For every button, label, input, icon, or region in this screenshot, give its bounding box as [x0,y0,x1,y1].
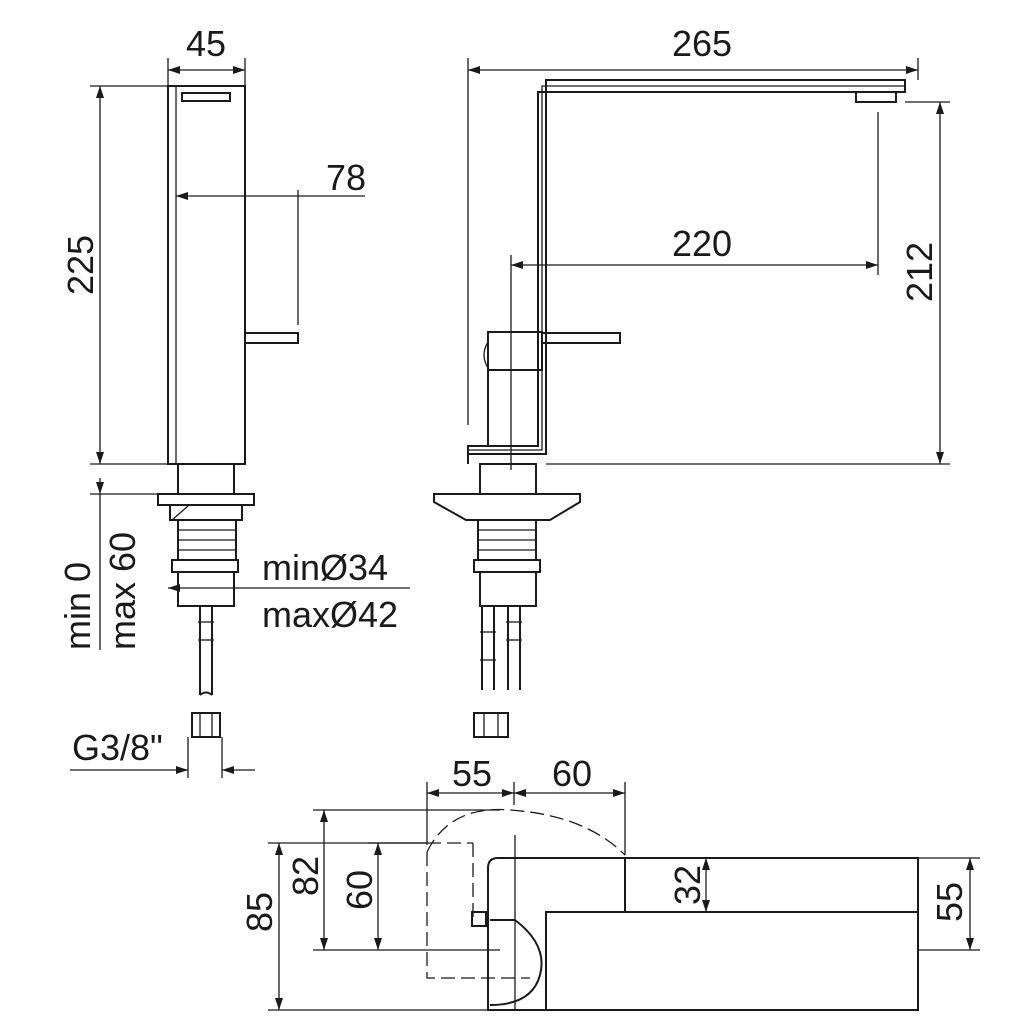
dim-height-212: 212 [899,242,940,302]
dim-width-45: 45 [186,23,226,64]
side-view [433,58,950,738]
dim-lever-32: 32 [667,865,708,905]
dim-depth-82: 82 [285,856,326,896]
dim-hole-max: maxØ42 [262,594,398,635]
dim-connector: G3/8" [72,727,163,768]
dim-top-60: 60 [552,753,592,794]
dim-body-55: 55 [929,882,970,922]
dim-depth-85: 85 [239,892,280,932]
dim-deck-min: min 0 [57,562,98,650]
dim-top-55: 55 [452,753,492,794]
dim-lever-78: 78 [326,157,366,198]
dim-deck-max: max 60 [102,532,143,650]
dim-depth-60: 60 [339,870,380,910]
dim-reach-220: 220 [672,223,732,264]
front-view [70,58,410,778]
top-view [268,782,980,1011]
dim-length-265: 265 [672,23,732,64]
dim-height-225: 225 [60,235,101,295]
dim-hole-min: minØ34 [262,547,388,588]
